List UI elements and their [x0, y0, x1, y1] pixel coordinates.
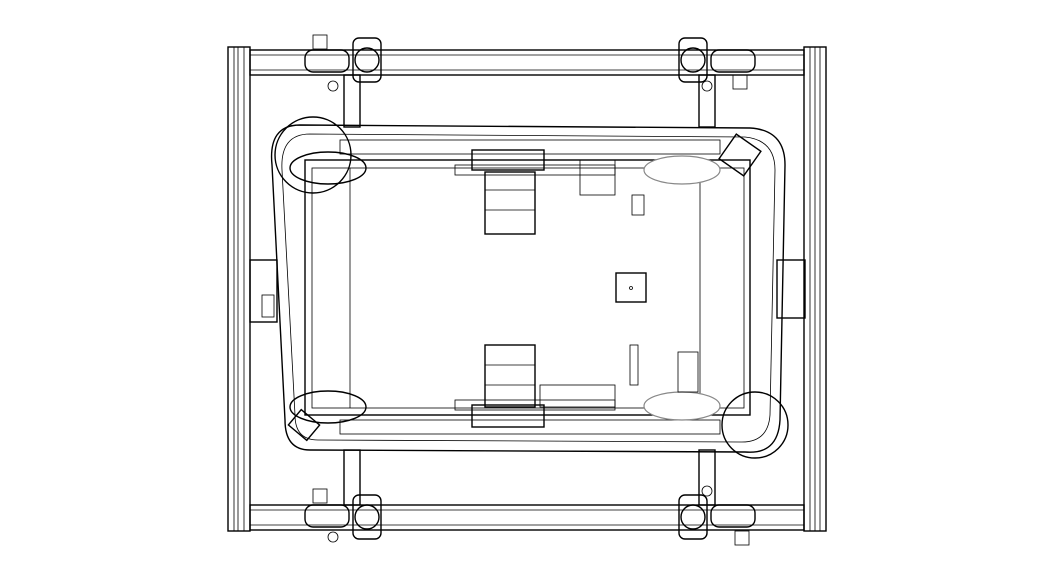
- right-side-block: [776, 259, 806, 319]
- caster-top-right: [678, 37, 756, 92]
- caster-top-left: [304, 34, 382, 92]
- bottom-crossbar: [249, 504, 805, 531]
- roller-top-left: [274, 116, 352, 194]
- caster-bottom-left: [304, 488, 382, 543]
- roller-bottom-right: [721, 391, 789, 459]
- caster-bottom-right: [678, 485, 756, 546]
- outer-frame: [227, 46, 827, 532]
- casters: [304, 34, 756, 546]
- center-marker: [615, 272, 647, 303]
- carriage: [261, 116, 789, 459]
- top-crossbar: [249, 49, 805, 76]
- left-rail: [227, 46, 251, 532]
- top-mechanism: [454, 149, 645, 235]
- bottom-mechanism: [454, 344, 699, 428]
- left-side-block: [249, 259, 278, 323]
- right-rail: [803, 46, 827, 532]
